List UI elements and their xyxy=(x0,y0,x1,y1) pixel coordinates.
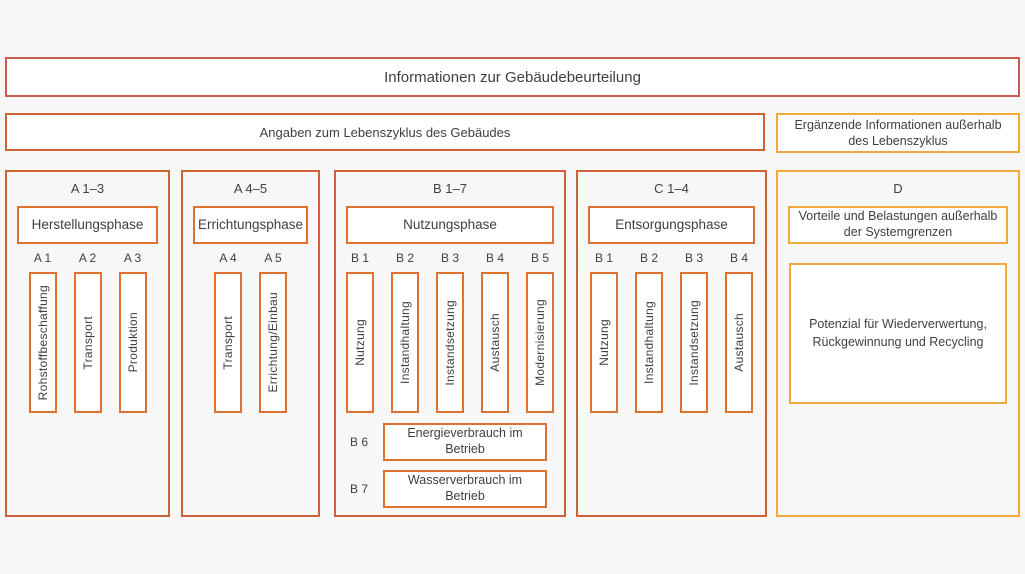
module-code: B 3 xyxy=(684,251,703,265)
column-header: A 4–5 xyxy=(233,181,268,196)
module-a3: A 3 Produktion xyxy=(118,251,147,413)
module-box: Errichtung/Einbau xyxy=(259,272,287,413)
module-code: A 5 xyxy=(264,251,282,265)
lifecycle-banner: Angaben zum Lebenszyklus des Gebäudes xyxy=(5,113,765,151)
module-box: Wasserverbrauch im Betrieb xyxy=(383,470,547,508)
potential-label: Potenzial für Wiederverwertung, Rückgewi… xyxy=(809,317,987,349)
module-code: B 1 xyxy=(594,251,613,265)
module-c4: B 4 Austausch xyxy=(725,251,753,413)
module-label: Nutzung xyxy=(353,319,367,366)
phase-title-label: Entsorgungsphase xyxy=(615,216,728,232)
module-label: Instandhaltung xyxy=(398,301,412,384)
module-row-b7: B 7 Wasserverbrauch im Betrieb xyxy=(344,470,547,508)
module-box: Transport xyxy=(73,272,102,413)
module-label: Nutzung xyxy=(597,319,611,366)
module-label: Austausch xyxy=(488,313,502,372)
phase-title-label: Errichtungsphase xyxy=(197,216,304,232)
module-box: Nutzung xyxy=(346,272,374,413)
phase-column-d: D Vorteile und Belastungen außerhalb der… xyxy=(776,170,1020,517)
title-banner-label: Informationen zur Gebäudebeurteilung xyxy=(384,68,641,86)
module-a4: A 4 Transport xyxy=(214,251,242,413)
module-code: A 3 xyxy=(123,251,142,265)
module-a2: A 2 Transport xyxy=(73,251,102,413)
module-box: Energieverbrauch im Betrieb xyxy=(383,423,547,461)
module-c1: B 1 Nutzung xyxy=(590,251,618,413)
module-box: Instandsetzung xyxy=(680,272,708,413)
lifecycle-banner-label: Angaben zum Lebenszyklus des Gebäudes xyxy=(259,124,511,140)
module-box: Produktion xyxy=(118,272,147,413)
phase-title-label: Vorteile und Belastungen außerhalb der S… xyxy=(798,209,998,239)
module-c3: B 3 Instandsetzung xyxy=(680,251,708,413)
phase-title-label: Herstellungsphase xyxy=(31,216,144,232)
module-a5: A 5 Errichtung/Einbau xyxy=(259,251,287,413)
module-code: B 6 xyxy=(349,435,368,449)
module-b4: B 4 Austausch xyxy=(481,251,509,413)
phase-title-box: Herstellungsphase xyxy=(17,206,158,244)
phase-column-a13: A 1–3 Herstellungsphase A 1 Rohstoffbesc… xyxy=(5,170,170,517)
module-code: B 4 xyxy=(729,251,748,265)
phase-title-label: Nutzungsphase xyxy=(403,216,497,232)
module-row-b6: B 6 Energieverbrauch im Betrieb xyxy=(344,423,547,461)
module-code: A 2 xyxy=(78,251,97,265)
module-c2: B 2 Instandhaltung xyxy=(635,251,663,413)
module-label: Wasserverbrauch im Betrieb xyxy=(407,473,523,503)
module-label: Instandsetzung xyxy=(443,299,457,386)
module-code: B 5 xyxy=(530,251,549,265)
module-group: B 1 Nutzung B 2 Instandhaltung B 3 Insta… xyxy=(578,251,765,413)
column-header: D xyxy=(893,181,903,196)
module-label: Transport xyxy=(80,315,95,370)
phase-title-box: Vorteile und Belastungen außerhalb der S… xyxy=(788,206,1008,244)
phase-title-box: Entsorgungsphase xyxy=(588,206,755,244)
title-banner: Informationen zur Gebäudebeurteilung xyxy=(5,57,1020,97)
module-b2: B 2 Instandhaltung xyxy=(391,251,419,413)
phase-column-a45: A 4–5 Errichtungsphase A 4 Transport A 5… xyxy=(181,170,320,517)
module-box: Instandsetzung xyxy=(436,272,464,413)
module-box: Austausch xyxy=(725,272,753,413)
module-code: B 7 xyxy=(349,482,368,496)
module-label: Produktion xyxy=(125,312,140,373)
module-box: Austausch xyxy=(481,272,509,413)
module-box: Nutzung xyxy=(590,272,618,413)
module-group: B 1 Nutzung B 2 Instandhaltung B 3 Insta… xyxy=(336,251,564,413)
module-a1: A 1 Rohstoffbeschaffung xyxy=(28,251,57,413)
module-group: A 1 Rohstoffbeschaffung A 2 Transport A … xyxy=(7,251,168,413)
module-box: Rohstoffbeschaffung xyxy=(28,272,57,413)
module-code: A 1 xyxy=(33,251,52,265)
module-box: Transport xyxy=(214,272,242,413)
phase-column-b17: B 1–7 Nutzungsphase B 1 Nutzung B 2 Inst… xyxy=(334,170,566,517)
module-b1: B 1 Nutzung xyxy=(346,251,374,413)
module-group: A 4 Transport A 5 Errichtung/Einbau xyxy=(183,251,318,413)
phase-title-box: Errichtungsphase xyxy=(193,206,308,244)
potential-box: Potenzial für Wiederverwertung, Rückgewi… xyxy=(789,263,1007,404)
module-box: Modernisierung xyxy=(526,272,554,413)
column-header: C 1–4 xyxy=(654,181,689,196)
module-b5: B 5 Modernisierung xyxy=(526,251,554,413)
supplementary-banner-label: Ergänzende Informationen außerhalb des L… xyxy=(794,117,1002,148)
module-label: Austausch xyxy=(732,313,746,372)
module-code: B 2 xyxy=(639,251,658,265)
module-label: Errichtung/Einbau xyxy=(266,292,280,393)
module-label: Instandhaltung xyxy=(642,301,656,384)
module-b3: B 3 Instandsetzung xyxy=(436,251,464,413)
module-label: Modernisierung xyxy=(533,299,547,386)
phase-column-c14: C 1–4 Entsorgungsphase B 1 Nutzung B 2 I… xyxy=(576,170,767,517)
module-code: B 2 xyxy=(395,251,414,265)
module-label: Energieverbrauch im Betrieb xyxy=(407,426,523,456)
module-code: A 4 xyxy=(219,251,237,265)
phase-title-box: Nutzungsphase xyxy=(346,206,554,244)
column-header: A 1–3 xyxy=(70,181,105,196)
module-box: Instandhaltung xyxy=(391,272,419,413)
module-label: Rohstoffbeschaffung xyxy=(35,284,50,401)
module-code: B 1 xyxy=(350,251,369,265)
module-box: Instandhaltung xyxy=(635,272,663,413)
module-code: B 4 xyxy=(485,251,504,265)
module-code: B 3 xyxy=(440,251,459,265)
column-header: B 1–7 xyxy=(433,181,467,196)
supplementary-banner: Ergänzende Informationen außerhalb des L… xyxy=(776,113,1020,153)
module-label: Instandsetzung xyxy=(687,299,701,386)
module-label: Transport xyxy=(221,315,235,370)
